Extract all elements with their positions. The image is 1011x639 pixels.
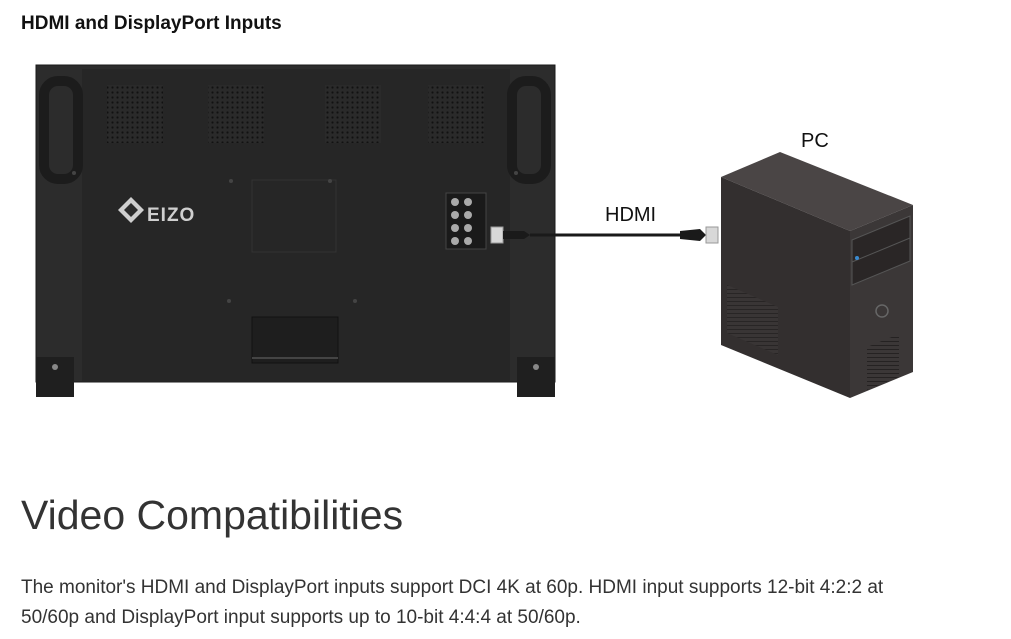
eizo-logo: EIZO (118, 197, 195, 226)
monitor-rear-view (35, 64, 556, 397)
page-title: Video Compatibilities (21, 492, 404, 538)
section-heading: HDMI and DisplayPort Inputs (21, 13, 282, 34)
pc-tower (721, 152, 913, 398)
eizo-logo-text: EIZO (147, 205, 195, 226)
connection-diagram: EIZO HDMI PC (0, 55, 1011, 415)
connection-diagram-svg: EIZO HDMI PC (35, 64, 913, 398)
pc-label: PC (801, 130, 829, 152)
hdmi-cable (490, 226, 719, 244)
hdmi-cable-label: HDMI (605, 204, 656, 226)
article-paragraph: The monitor's HDMI and DisplayPort input… (21, 577, 884, 628)
